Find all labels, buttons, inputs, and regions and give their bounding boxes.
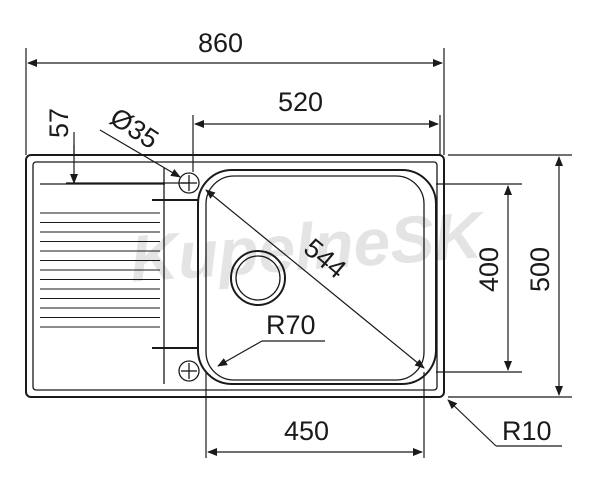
dimension-r70: R70 — [217, 310, 325, 367]
dimension-520: 520 — [192, 87, 441, 172]
dim-520: 520 — [278, 87, 323, 117]
dimension-450: 450 — [205, 372, 425, 458]
sink-outer-edge — [25, 154, 445, 398]
dim-r70: R70 — [266, 310, 316, 340]
dim-450: 450 — [284, 416, 329, 446]
dimension-overall-width: 860 — [25, 28, 445, 155]
dim-400: 400 — [474, 247, 504, 292]
dimension-57: 57 — [44, 108, 190, 184]
dim-r10: R10 — [502, 416, 552, 446]
dim-57: 57 — [44, 108, 74, 138]
dim-860: 860 — [198, 28, 243, 58]
dimension-500: 500 — [448, 154, 572, 398]
dimension-tap-hole: Ø35 — [99, 102, 181, 178]
drainer-grooves — [40, 212, 160, 328]
tap-hole-bottom — [178, 360, 200, 382]
dim-500: 500 — [525, 247, 555, 292]
bowl-outer-rim — [197, 169, 437, 385]
dim-diameter-35: Ø35 — [105, 102, 164, 155]
dimension-r10: R10 — [447, 399, 562, 447]
dimension-400: 400 — [436, 183, 522, 373]
